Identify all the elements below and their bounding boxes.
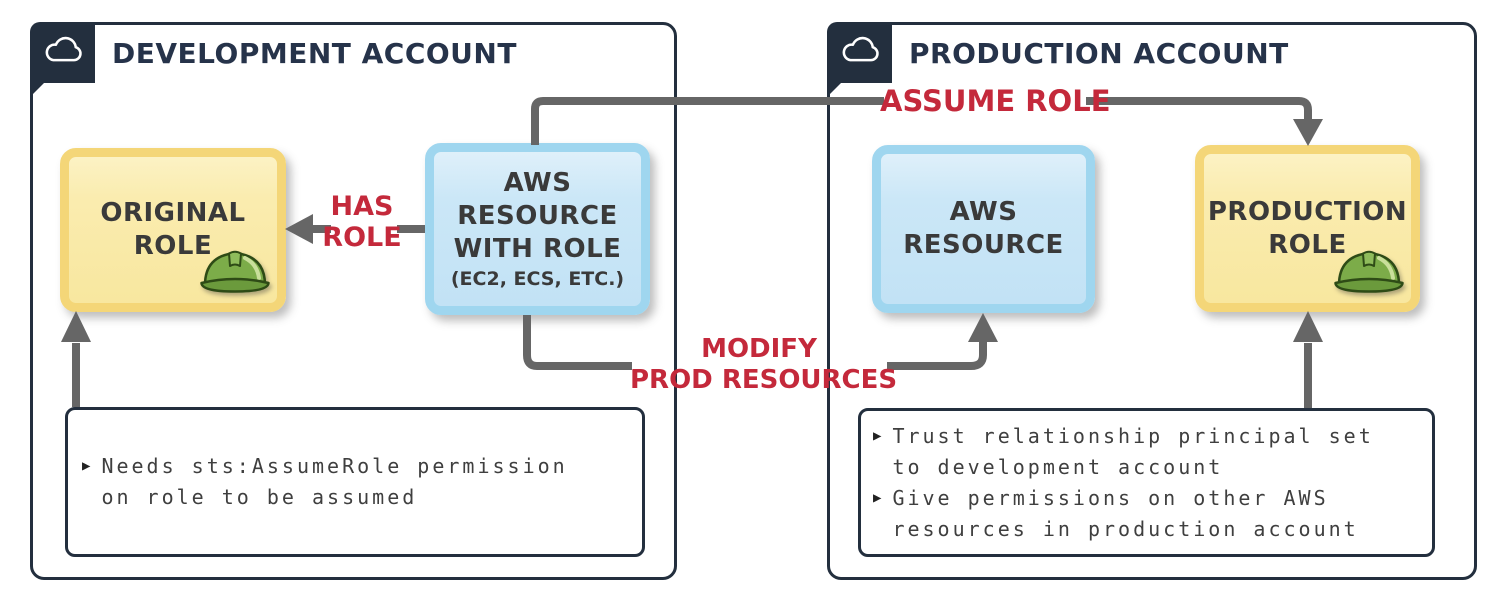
production-role-node: PRODUCTION ROLE: [1195, 145, 1420, 312]
edge-label-line: PROD RESOURCES: [630, 365, 898, 395]
node-label: PRODUCTION: [1207, 196, 1408, 227]
node-label: RESOURCE: [457, 200, 618, 231]
hard-hat-icon: [1332, 243, 1406, 301]
note-line: Trust relationship principal set: [892, 423, 1374, 448]
node-label: ROLE: [1268, 229, 1347, 260]
dev-badge-tail: [30, 83, 44, 97]
node-label: AWS: [503, 167, 572, 198]
node-label: RESOURCE: [903, 230, 1064, 260]
bullet-icon: ▶: [82, 458, 94, 474]
note-line: Give permissions on other AWS: [892, 485, 1329, 510]
node-label: AWS: [949, 197, 1018, 227]
has-role-label: HAS ROLE: [321, 191, 403, 253]
dev-account-badge: [30, 22, 95, 83]
prod-badge-tail: [827, 83, 841, 97]
aws-resource-with-role-node: AWS RESOURCE WITH ROLE (EC2, ECS, ETC.): [425, 143, 650, 315]
dev-note-box: ▶ Needs sts:AssumeRole permission on rol…: [65, 407, 645, 557]
aws-resource-node: AWS RESOURCE: [872, 145, 1095, 313]
note-line: resources in production account: [892, 516, 1359, 541]
modify-prod-resources-label: MODIFY PROD RESOURCES: [630, 334, 898, 396]
prod-account-badge: [827, 22, 892, 83]
node-label: ORIGINAL: [100, 198, 246, 228]
note-line: Needs sts:AssumeRole permission: [101, 454, 568, 478]
original-role-node: ORIGINAL ROLE: [60, 148, 286, 312]
edge-label-line: MODIFY: [701, 334, 817, 364]
node-label: ROLE: [133, 231, 213, 261]
edge-label-line: ROLE: [322, 222, 402, 253]
note-item: ▶ Trust relationship principal set to de…: [873, 421, 1420, 483]
hard-hat-icon: [198, 243, 272, 301]
bullet-icon: ▶: [873, 489, 885, 506]
note-line: to development account: [892, 454, 1224, 479]
node-label: WITH ROLE: [453, 233, 622, 264]
dev-account-title: DEVELOPMENT ACCOUNT: [112, 37, 517, 70]
note-item: ▶ Needs sts:AssumeRole permission on rol…: [82, 451, 628, 513]
prod-note-box: ▶ Trust relationship principal set to de…: [858, 408, 1435, 557]
prod-account-title: PRODUCTION ACCOUNT: [909, 37, 1289, 70]
note-item: ▶ Give permissions on other AWS resource…: [873, 483, 1420, 545]
note-line: on role to be assumed: [101, 485, 418, 509]
cloud-icon: [838, 34, 882, 71]
bullet-icon: ▶: [873, 427, 885, 444]
cloud-icon: [41, 34, 85, 71]
assume-role-label: ASSUME ROLE: [880, 84, 1111, 118]
node-sublabel: (EC2, ECS, ETC.): [450, 267, 625, 290]
edge-label-line: HAS: [330, 191, 394, 222]
